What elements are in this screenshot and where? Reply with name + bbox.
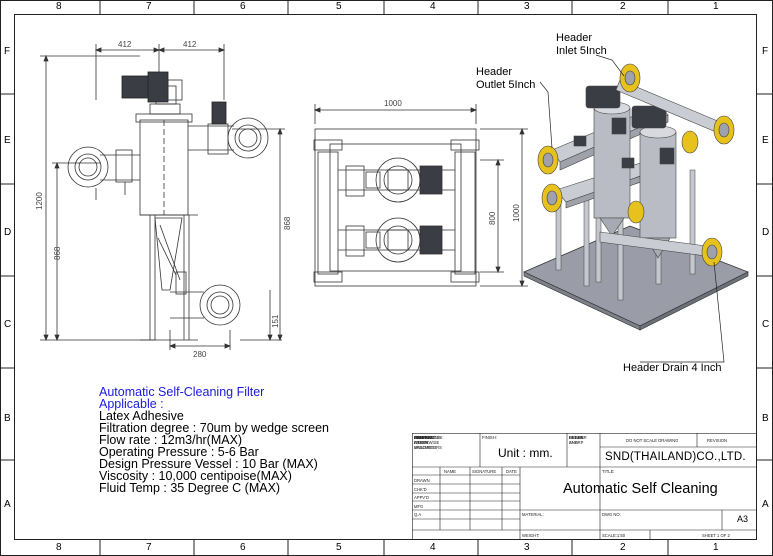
date-column: DATE <box>506 469 517 474</box>
do-not-scale: DO NOT SCALE DRAWING <box>626 438 679 443</box>
tolerance-line: UNLESS OTHERWISE SPECIFIED: <box>414 435 440 450</box>
zone-row-e: E <box>4 135 11 146</box>
zone-row-a: A <box>4 499 11 510</box>
tolerance-line: TOLERANCES: <box>414 435 444 440</box>
callout-outlet: Header Outlet 5Inch <box>476 66 535 92</box>
role-approved: APPV'D <box>414 495 429 500</box>
zone-row-e-right: E <box>762 135 769 146</box>
note-line: Flow rate : 12m3/hr(MAX) <box>99 433 243 447</box>
notes-applicable: Applicable : <box>99 397 164 411</box>
dim-151: 151 <box>271 314 280 328</box>
role-drawn: DRAWN <box>414 478 430 483</box>
zone-col-3-bottom: 3 <box>524 542 530 553</box>
zone-col-5: 5 <box>336 1 342 12</box>
title-block-grid <box>412 433 757 540</box>
zone-col-4: 4 <box>430 1 436 12</box>
spec-notes: Automatic Self-Cleaning Filter Applicabl… <box>99 385 329 495</box>
zone-row-b-right: B <box>762 413 769 424</box>
callout-outlet-line-2: Outlet 5Inch <box>476 79 536 91</box>
zone-row-a-right: A <box>762 499 769 510</box>
callout-drain: Header Drain 4 Inch <box>623 362 722 374</box>
dim-412-right: 412 <box>183 40 197 49</box>
deburr-line: BREAK SHARP <box>569 435 584 445</box>
zone-col-6-bottom: 6 <box>240 542 246 553</box>
motor-right <box>631 105 667 129</box>
note-line: Filtration degree : 70um by wedge screen <box>99 421 329 435</box>
motor-left <box>585 85 621 109</box>
zone-row-b: B <box>4 413 11 424</box>
dim-868-left: 868 <box>53 246 62 260</box>
role-qa: Q.A <box>414 512 422 517</box>
tolerance-line: DIMENSIONS ARE IN MILLIMETERS <box>414 435 442 450</box>
notes-title: Automatic Self-Cleaning Filter <box>99 385 265 399</box>
callout-outlet-line-1: Header <box>476 66 513 78</box>
role-checked: CHK'D <box>414 487 427 492</box>
revision-label: REVISION <box>707 438 728 443</box>
zone-col-1-bottom: 1 <box>713 542 719 553</box>
note-line: Latex Adhesive <box>99 409 184 423</box>
dim-1000-top: 1000 <box>384 99 402 108</box>
tolerance-line: LINEAR: <box>414 435 431 440</box>
unit-label: Unit : mm. <box>498 446 553 460</box>
note-line: Viscosity : 10,000 centipoise(MAX) <box>99 469 292 483</box>
signature-column: SIGNATURE <box>472 469 497 474</box>
note-line: Fluid Temp : 35 Degree C (MAX) <box>99 481 281 495</box>
zone-col-2-bottom: 2 <box>620 542 626 553</box>
dim-868-right: 868 <box>283 216 292 230</box>
zone-row-f: F <box>4 46 11 57</box>
zone-row-d-right: D <box>762 227 770 238</box>
drawing-title: Automatic Self Cleaning <box>563 481 718 497</box>
dwg-no-label: DWG NO. <box>602 512 621 517</box>
zone-col-7-bottom: 7 <box>146 542 152 553</box>
zone-row-d: D <box>4 227 12 238</box>
tolerance-line: ANGULAR: <box>414 435 436 440</box>
zone-col-5-bottom: 5 <box>336 542 342 553</box>
deburr-line: EDGES <box>569 435 584 440</box>
deburr-line: DEBURR AND <box>569 435 587 445</box>
finish-label: FINISH: <box>482 435 497 440</box>
zone-col-7: 7 <box>146 1 152 12</box>
material-label: MATERIAL: <box>522 512 544 517</box>
callout-inlet-line-2: Inlet 5Inch <box>556 45 607 57</box>
zone-col-4-bottom: 4 <box>430 542 436 553</box>
tolerance-line: SURFACE FINISH: <box>414 435 434 445</box>
zone-col-3: 3 <box>524 1 530 12</box>
dim-1000-side: 1000 <box>512 204 521 222</box>
zone-col-1: 1 <box>713 1 719 12</box>
zone-col-8-bottom: 8 <box>56 542 62 553</box>
company-name: SND(THAILAND)CO.,LTD. <box>605 451 746 463</box>
dim-280: 280 <box>193 350 207 359</box>
weight-label: WEIGHT: <box>522 533 540 538</box>
dim-800: 800 <box>488 211 497 225</box>
zone-row-c-right: C <box>762 319 770 330</box>
zone-row-c: C <box>4 319 12 330</box>
note-line: Operating Pressure : 5-6 Bar <box>99 445 259 459</box>
drawing-border <box>14 14 757 540</box>
zone-col-8: 8 <box>56 1 62 12</box>
note-line: Design Pressure Vessel : 10 Bar (MAX) <box>99 457 318 471</box>
dim-1200: 1200 <box>35 192 44 210</box>
callout-inlet: Header Inlet 5Inch <box>556 32 607 58</box>
dim-412-left: 412 <box>118 40 132 49</box>
zone-col-2: 2 <box>620 1 626 12</box>
sheet-size: A3 <box>737 514 749 524</box>
zone-row-f-right: F <box>762 46 769 57</box>
callout-inlet-line-1: Header <box>556 32 593 44</box>
title-block: UNLESS OTHERWISE SPECIFIED: DIMENSIONS A… <box>412 433 757 540</box>
title-label: TITLE: <box>602 469 615 474</box>
zone-col-6: 6 <box>240 1 246 12</box>
scale-label: SCALE:1:50 <box>602 533 626 538</box>
name-column: NAME <box>444 469 457 474</box>
role-mfg: MFG <box>414 504 424 509</box>
sheet-number: SHEET 1 OF 2 <box>702 533 730 538</box>
